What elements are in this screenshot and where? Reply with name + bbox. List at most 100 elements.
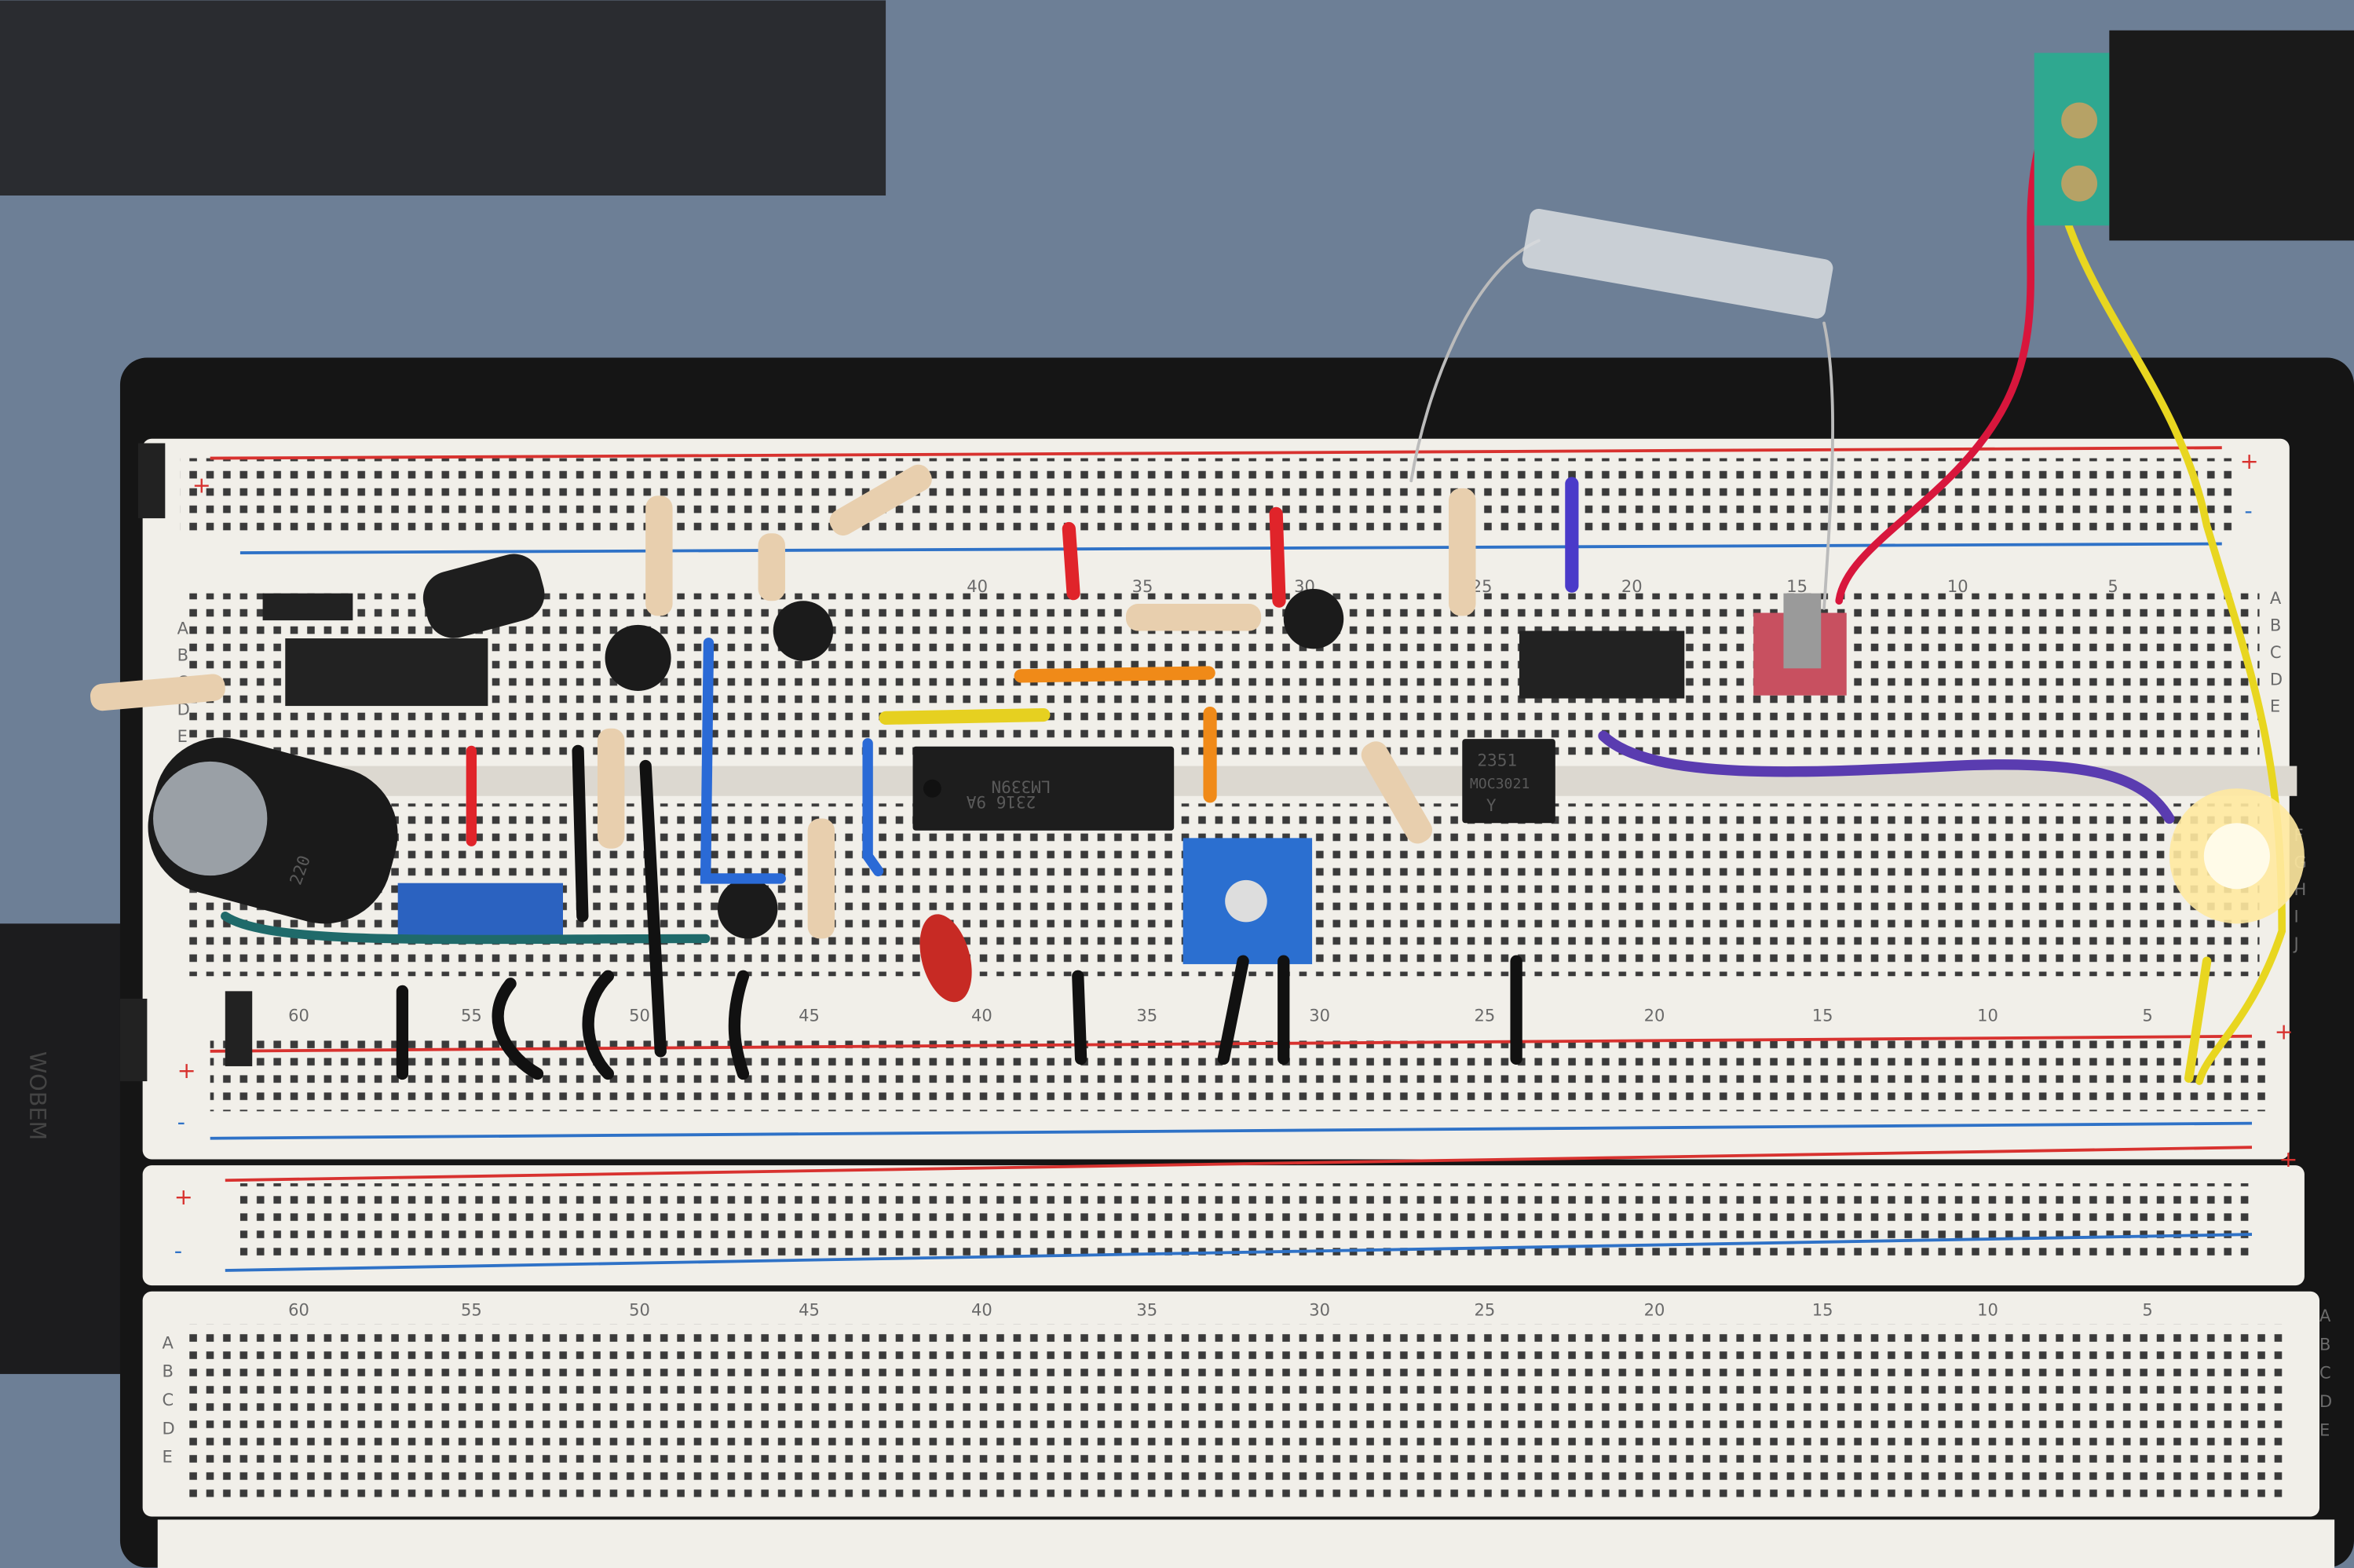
trimmer-potentiometer [397,883,563,938]
chip-label: 2351 [1477,751,1517,770]
rail-plus-label: + [2240,448,2259,474]
column-number: 40 [971,1006,992,1025]
resistor [645,495,673,616]
diode [262,593,353,621]
column-number: 20 [1644,1299,1665,1319]
column-number: 10 [1977,1299,1998,1319]
row-letter: A [2270,588,2282,608]
rail-minus-label: - [174,1237,182,1264]
row-letter: I [2294,906,2299,926]
row-letter: E [2319,1420,2330,1439]
voltage-regulator [285,638,488,707]
row-letter: C [2270,642,2282,662]
column-number: 10 [1947,576,1968,596]
resistor [758,533,785,601]
chip-label: MOC3021 [1470,776,1530,792]
transistor [717,878,778,939]
electrolytic-capacitor: 220 [148,737,398,924]
column-number: 30 [1309,1299,1330,1319]
jumper-wires [221,71,2286,1085]
row-letter: B [177,645,188,665]
row-letter: A [162,1332,174,1352]
diode [119,998,148,1082]
diode [137,443,166,519]
column-number: 10 [1977,1006,1998,1025]
column-number: 55 [461,1299,482,1319]
rail-plus-label: + [2275,1018,2294,1045]
row-letter: E [2270,696,2280,716]
triac [1519,630,1685,699]
row-letter: D [162,1418,174,1438]
column-number: 35 [1136,1299,1157,1319]
column-number: 5 [2107,576,2118,596]
row-letter: A [177,618,189,638]
row-letter: J [2293,934,2299,953]
rail-minus-label: - [2244,497,2252,524]
row-letter: E [162,1447,172,1467]
rail-plus-label: + [2279,1146,2297,1172]
column-number: 50 [629,1299,650,1319]
column-number: 20 [1644,1006,1665,1025]
column-number: 15 [1786,576,1808,596]
column-number: 60 [288,1299,309,1319]
transistor [605,624,671,691]
row-letter: A [2319,1306,2331,1325]
rail-plus-label: + [174,1183,193,1210]
strap-text: WOBEM [24,1051,51,1140]
chip-label: 2316 9A [966,792,1036,812]
column-number: 40 [971,1299,992,1319]
column-number: 35 [1136,1006,1157,1025]
resistor [1361,741,1433,844]
resistor [1125,604,1262,631]
strap [0,923,136,1374]
glass-fuse [1522,208,1833,319]
center-channel [165,766,2297,796]
column-number: 20 [1621,576,1643,596]
column-number: 25 [1475,1006,1496,1025]
column-number: 35 [1132,576,1153,596]
row-letter: C [2319,1363,2331,1383]
rail-plus-label: + [177,1057,196,1084]
column-number: 40 [967,576,988,596]
chip-label: LM339N [991,777,1051,797]
rail-minus-label: - [177,1108,185,1135]
column-number: 25 [1475,1299,1496,1319]
chip-label: Y [1486,795,1497,815]
row-letter: D [177,700,190,719]
row-letter: B [162,1361,173,1381]
row-letter: B [2319,1334,2330,1354]
column-number: 45 [799,1006,820,1025]
column-number: 30 [1309,1006,1330,1025]
row-letter: B [2270,615,2281,634]
components: LM339N 2316 9A 2351 MOC3021 Y 220 [90,30,2354,1085]
transistor [773,601,834,661]
dc-jack [2109,30,2354,241]
column-number: 5 [2142,1299,2152,1319]
film-capacitor [919,914,972,1003]
column-number: 55 [461,1006,482,1025]
comparator-chip: LM339N 2316 9A [912,746,1175,831]
resistor [1449,488,1476,616]
row-letter: E [177,726,188,746]
resistor [807,818,835,939]
top-power-rail [180,458,2237,534]
column-number: 50 [629,1006,650,1025]
resistor [90,674,225,711]
row-letter: D [2319,1391,2332,1411]
diode [225,991,253,1066]
row-letter: D [2270,669,2283,689]
dark-object [0,0,886,196]
row-letter: C [162,1390,174,1409]
optocoupler-chip: 2351 MOC3021 Y [1462,739,1555,824]
bottom-terminal-strip [187,1324,2290,1497]
column-number: 15 [1812,1299,1833,1319]
resistor [829,464,932,536]
rail-plus-label: + [192,472,211,499]
column-number: 45 [799,1299,820,1319]
column-number: 15 [1812,1006,1833,1025]
resistor [597,728,625,849]
column-number: 5 [2142,1006,2152,1025]
column-number: 60 [288,1006,309,1025]
